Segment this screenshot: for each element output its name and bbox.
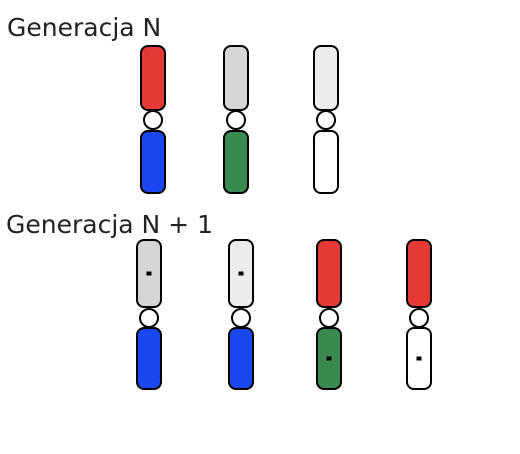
lower-arm — [140, 130, 166, 194]
centromere — [409, 308, 429, 328]
lower-arm — [136, 327, 162, 390]
centromere — [231, 308, 251, 328]
upper-arm-mark — [146, 271, 152, 276]
chromosome-n-2 — [223, 45, 249, 194]
upper-arm — [313, 45, 339, 111]
generation-n-label: Generacja N — [7, 13, 162, 42]
chromosome-n-1 — [140, 45, 166, 194]
centromere — [143, 110, 163, 130]
chromosome-n1-2 — [228, 239, 254, 390]
lower-arm — [313, 130, 339, 194]
lower-arm-mark — [326, 356, 332, 361]
upper-arm — [223, 45, 249, 111]
lower-arm-mark — [416, 356, 422, 361]
lower-arm — [223, 130, 249, 194]
centromere — [226, 110, 246, 130]
centromere — [319, 308, 339, 328]
centromere — [316, 110, 336, 130]
chromosome-n-3 — [313, 45, 339, 194]
upper-arm — [316, 239, 342, 308]
lower-arm — [228, 327, 254, 390]
chromosome-n1-1 — [136, 239, 162, 390]
upper-arm-mark — [238, 271, 244, 276]
chromosome-n1-4 — [406, 239, 432, 390]
upper-arm — [406, 239, 432, 308]
chromosome-n1-3 — [316, 239, 342, 390]
generation-n-plus-1-label: Generacja N + 1 — [6, 210, 213, 239]
upper-arm — [140, 45, 166, 111]
centromere — [139, 308, 159, 328]
